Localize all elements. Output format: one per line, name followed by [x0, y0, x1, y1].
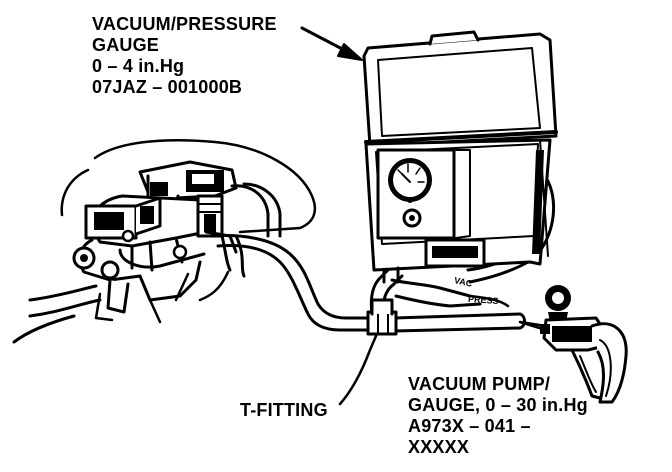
callout-vacuum-pressure-gauge: VACUUM/PRESSURE GAUGE 0 – 4 in.Hg 07JAZ …: [92, 14, 277, 98]
gauge-label-line2: GAUGE: [92, 35, 160, 55]
engine-assembly: [12, 139, 317, 344]
gauge-label-line4: 07JAZ – 001000B: [92, 77, 243, 97]
gauge-label-line1: VACUUM/PRESSURE: [92, 14, 277, 34]
callout-t-fitting: T-FITTING: [240, 400, 328, 421]
pump-label-line1: VACUUM PUMP/: [408, 374, 551, 394]
t-fitting-label: T-FITTING: [240, 400, 328, 420]
pump-label-line2: GAUGE, 0 – 30 in.Hg: [408, 395, 588, 415]
gauge-label-line3: 0 – 4 in.Hg: [92, 56, 185, 76]
pump-label-line4: XXXXX: [408, 437, 470, 457]
gauge-case: [362, 30, 558, 284]
callout-vacuum-pump-gauge: VACUUM PUMP/ GAUGE, 0 – 30 in.Hg A973X –…: [408, 374, 588, 458]
vacuum-pump: [518, 285, 628, 404]
callout-leaders: [300, 26, 378, 406]
pump-label-line3: A973X – 041 –: [408, 416, 531, 436]
t-fitting: [366, 298, 398, 336]
